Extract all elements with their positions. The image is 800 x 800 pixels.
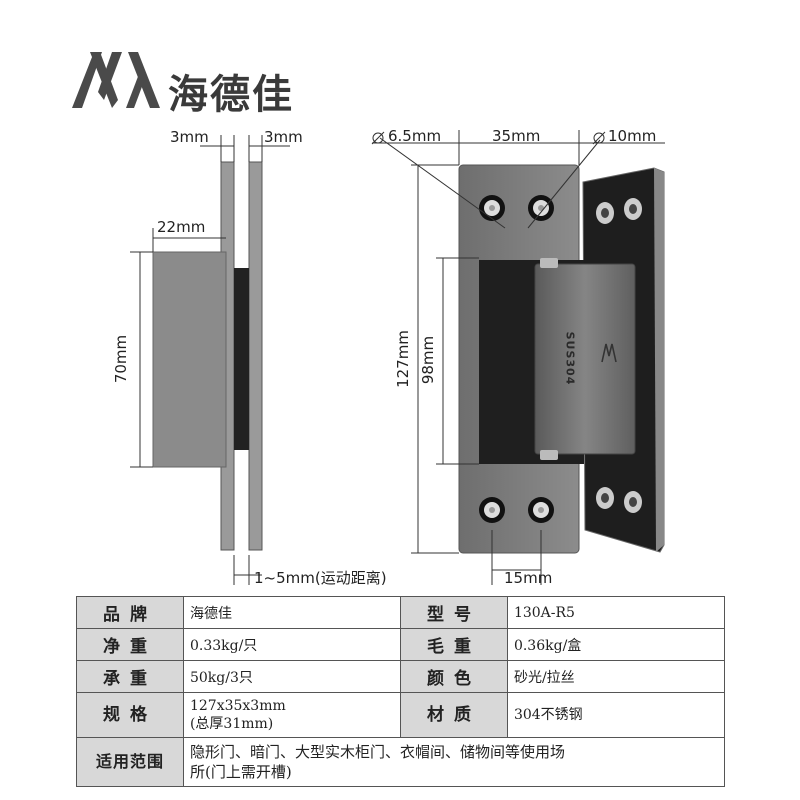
table-row: 适用范围 隐形门、暗门、大型实木柜门、衣帽间、储物间等使用场 所(门上需开槽) xyxy=(76,737,726,787)
spec-label: 规格 xyxy=(76,692,184,738)
spec-value: 海德佳 xyxy=(182,596,401,629)
spec-label: 型号 xyxy=(399,596,508,629)
spec-usage: 隐形门、暗门、大型实木柜门、衣帽间、储物间等使用场 所(门上需开槽) xyxy=(182,737,726,787)
dim-left-leaf-thickness: 3mm xyxy=(170,128,209,146)
spec-label: 净重 xyxy=(76,628,184,661)
dim-hole-spacing: 35mm xyxy=(492,127,541,145)
dim-small-hole: 6.5mm xyxy=(388,127,442,145)
spec-label: 承重 xyxy=(76,660,184,693)
material-stamp: SUS304 xyxy=(563,331,577,386)
dim-body-depth: 22mm xyxy=(157,218,206,236)
brand-logo-mark xyxy=(72,52,160,108)
spec-label: 毛重 xyxy=(399,628,508,661)
dim-bottom-width: 15mm xyxy=(504,569,553,587)
stamp-logo-icon xyxy=(601,343,617,363)
table-row: 规格 127x35x3mm (总厚31mm) 材质 304不锈钢 xyxy=(76,692,726,738)
spec-label: 品牌 xyxy=(76,596,184,629)
table-row: 品牌 海德佳 型号 130A-R5 xyxy=(76,596,726,629)
spec-label: 颜色 xyxy=(399,660,508,693)
dim-gap-range: 1~5mm(运动距离) xyxy=(254,569,387,587)
spec-label: 材质 xyxy=(399,692,508,738)
table-row: 净重 0.33kg/只 毛重 0.36kg/盒 xyxy=(76,628,726,661)
dim-total-height: 127mm xyxy=(393,330,412,388)
spec-total-thickness: (总厚31mm) xyxy=(189,716,274,732)
spec-value: 砂光/拉丝 xyxy=(506,660,726,693)
dim-inner-height: 98mm xyxy=(419,335,438,385)
spec-value: 0.33kg/只 xyxy=(182,628,401,661)
spec-value: 127x35x3mm (总厚31mm) xyxy=(182,692,401,738)
spec-value: 304不锈钢 xyxy=(506,692,726,738)
usage-line: 所(门上需开槽) xyxy=(189,763,292,781)
spec-value: 130A-R5 xyxy=(506,596,726,629)
front-view-diagram xyxy=(371,130,665,585)
spec-table: 品牌 海德佳 型号 130A-R5 净重 0.33kg/只 毛重 0.36kg/… xyxy=(76,596,726,787)
brand-name: 海德佳 xyxy=(168,72,294,118)
side-view-diagram xyxy=(130,135,290,585)
spec-label: 适用范围 xyxy=(76,737,184,787)
spec-value: 50kg/3只 xyxy=(182,660,401,693)
dim-large-hole: 10mm xyxy=(608,127,657,145)
dim-body-height: 70mm xyxy=(112,334,131,384)
spec-size: 127x35x3mm xyxy=(189,698,286,714)
table-row: 承重 50kg/3只 颜色 砂光/拉丝 xyxy=(76,660,726,693)
spec-value: 0.36kg/盒 xyxy=(506,628,726,661)
usage-line: 隐形门、暗门、大型实木柜门、衣帽间、储物间等使用场 xyxy=(189,743,565,761)
dim-right-leaf-thickness: 3mm xyxy=(264,128,303,146)
